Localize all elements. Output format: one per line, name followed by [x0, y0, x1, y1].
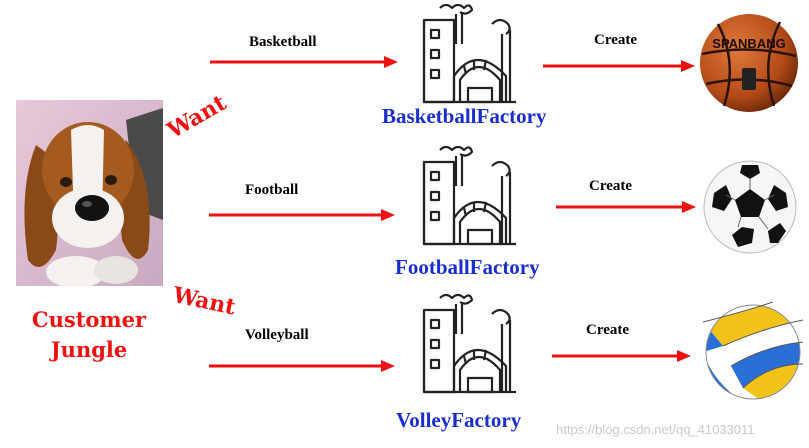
create-arrow-football [556, 201, 696, 213]
football-image [702, 159, 798, 259]
create-label-football: Create [589, 178, 633, 194]
factory-name-volleyball: VolleyFactory [396, 408, 522, 432]
product-label-football: Football [245, 182, 299, 198]
want-label-top: Want [163, 89, 231, 144]
want-label-bottom: Want [170, 282, 238, 321]
want-arrow-football [209, 209, 395, 221]
want-arrow-basketball [210, 56, 398, 68]
product-label-volleyball: Volleyball [245, 327, 309, 343]
create-label-volleyball: Create [586, 322, 630, 338]
factory-icon-volleyball [416, 293, 524, 398]
want-arrow-volleyball [209, 360, 395, 372]
product-label-basketball: Basketball [249, 34, 317, 50]
watermark-url: https://blog.csdn.net/qq_41033011 [556, 422, 755, 437]
create-arrow-basketball [543, 60, 695, 72]
factory-icon-basketball [416, 3, 524, 108]
customer-name-line1: Customer [31, 307, 147, 332]
customer-label: Customer Jungle [14, 305, 164, 365]
customer-name-line2: Jungle [50, 337, 128, 362]
basketball-brand-text: SPANBANG [712, 36, 785, 51]
volleyball-image [702, 301, 804, 406]
create-arrow-volleyball [552, 350, 691, 362]
factory-name-football: FootballFactory [395, 255, 540, 279]
customer-photo [16, 100, 163, 288]
factory-name-basketball: BasketballFactory [382, 104, 547, 128]
factory-icon-football [416, 145, 524, 250]
create-label-basketball: Create [594, 32, 638, 48]
basketball-image: SPANBANG [698, 12, 800, 118]
